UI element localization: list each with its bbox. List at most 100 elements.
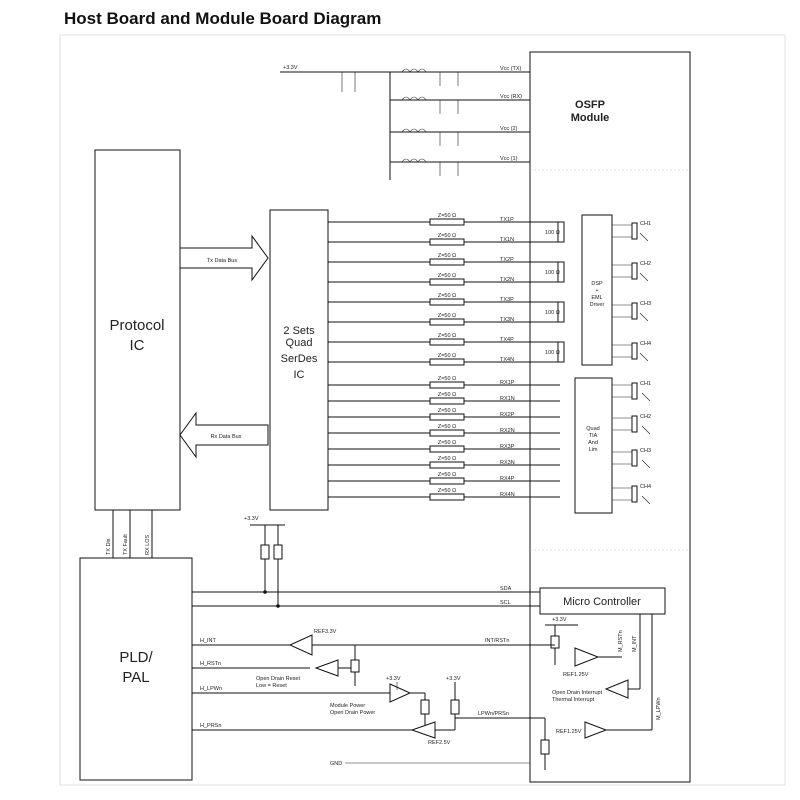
termination-resistor [557,301,565,323]
vcc-rail-label: Vcc (1) [500,156,518,162]
hrst-label: H_RSTn [200,661,221,667]
scl-label: SCL [500,600,511,606]
tia-label: Lim [589,447,598,453]
rx-channel-label: CH2 [640,414,651,420]
transmission-line [429,477,465,485]
rx-channel-label: CH4 [640,484,651,490]
txdis-label: TX Dis [106,538,112,555]
rx-channel-label: CH1 [640,381,651,387]
tia-label: And [588,440,598,446]
sda-resistor [260,544,270,560]
pld-pal-box [79,557,193,781]
ferrite-inductor [401,68,427,73]
ref125-label-top: REF1.25V [563,672,589,678]
rx-bus-arrow [179,411,269,459]
dsp-label: + [595,288,598,294]
transmission-line [429,445,465,453]
reception-arrow-icon [641,425,651,435]
pld-label-1: PLD/ [119,649,153,666]
interrupt-label-2: Thermal Interrupt [552,697,595,703]
sda-label: SDA [500,586,512,592]
emission-arrow-icon [639,352,649,362]
lane-label: RX2N [500,428,515,434]
tx-bus-label: Tx Data Bus [207,258,238,264]
transmission-line [429,258,465,266]
transmission-line [429,461,465,469]
power-label-2: Open Drain Power [330,710,375,716]
reception-arrow-icon [641,392,651,402]
lane-label: TX4N [500,357,514,363]
tia-label: TIA [589,433,598,439]
dsp-label: DSP [591,281,603,287]
impedance-label: Z=50 Ω [438,424,456,430]
rst-resistor [350,659,360,673]
prs-comparator [410,721,436,739]
lpwn-resistor [420,699,430,715]
reception-arrow-icon [641,459,651,469]
reset-label-2: Low = Reset [256,683,287,689]
transmission-line [429,238,465,246]
serdes-ic-box [269,209,329,511]
photodiode-icon [631,382,638,400]
lane-label: RX1P [500,380,515,386]
ferrite-inductor [401,128,427,133]
transmission-line [429,381,465,389]
lane-label: RX3N [500,460,515,466]
lpwn-supply-label: +3.3V [386,676,401,682]
lane-label: TX2P [500,257,514,263]
photodiode-icon [631,415,638,433]
impedance-label: Z=50 Ω [438,333,456,339]
vcc-rail-label: Vcc (2) [500,126,518,132]
prs-supply-label: +3.3V [446,676,461,682]
photodiode-icon [631,449,638,467]
int-comparator [288,634,313,656]
protocol-ic-box [94,149,181,511]
laser-diode-icon [631,222,638,240]
lane-label: TX2N [500,277,514,283]
rx-channel-label: CH3 [640,448,651,454]
ref33-label: REF3.3V [314,629,337,635]
lane-label: TX3N [500,317,514,323]
transmission-line [429,278,465,286]
tx-channel-label: CH3 [640,301,651,307]
hprsn-label: H_PRSn [200,723,221,729]
hint-label: H_INT [200,638,217,644]
mrst-comparator [574,647,600,667]
termination-label: 100 Ω [545,270,560,276]
lane-label: RX2P [500,412,515,418]
ref25-label: REF2.5V [428,740,451,746]
protocol-label-1: Protocol [109,317,164,334]
termination-resistor [557,221,565,243]
emission-arrow-icon [639,232,649,242]
int-rst-pin-label: INT/RSTn [485,638,509,644]
impedance-label: Z=50 Ω [438,273,456,279]
impedance-label: Z=50 Ω [438,456,456,462]
ferrite-inductor [401,96,427,101]
impedance-label: Z=50 Ω [438,213,456,219]
impedance-label: Z=50 Ω [438,392,456,398]
impedance-label: Z=50 Ω [438,376,456,382]
transmission-line [429,298,465,306]
serdes-label-4: IC [294,369,305,381]
impedance-label: Z=50 Ω [438,293,456,299]
impedance-label: Z=50 Ω [438,353,456,359]
lane-label: RX4P [500,476,515,482]
impedance-label: Z=50 Ω [438,253,456,259]
mlpwr-comparator [584,721,608,739]
pullup-supply-label: +3.3V [244,516,259,522]
transmission-line [429,429,465,437]
osfp-label-2: Module [571,112,610,124]
transmission-line [429,493,465,501]
serdes-label-3: SerDes [281,353,318,365]
emission-arrow-icon [639,312,649,322]
lane-label: RX4N [500,492,515,498]
impedance-label: Z=50 Ω [438,313,456,319]
page-title: Host Board and Module Board Diagram [64,9,382,28]
vcc-rail-label: Vcc (RX) [500,94,522,100]
prs-pulldown-resistor [540,739,550,755]
impedance-label: Z=50 Ω [438,472,456,478]
termination-label: 100 Ω [545,350,560,356]
laser-diode-icon [631,302,638,320]
ref125-label-bottom: REF1.25V [556,729,582,735]
